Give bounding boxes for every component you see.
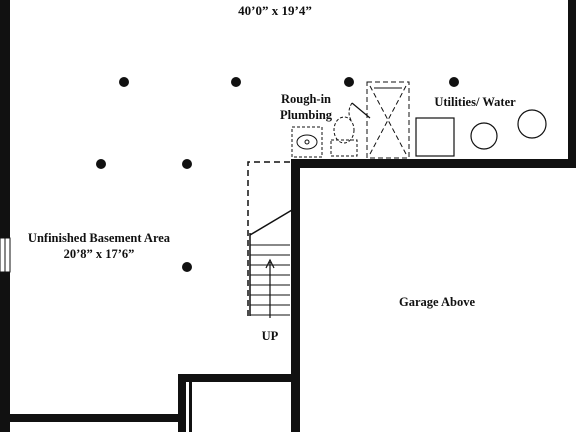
left-window [0, 237, 11, 273]
utilities [415, 109, 547, 157]
post-icon [231, 77, 241, 87]
basement-name: Unfinished Basement Area [28, 231, 171, 245]
door-swing-icon [348, 102, 371, 123]
post-icon [119, 77, 129, 87]
overall-dimension: 40’0” x 19’4” [238, 3, 312, 18]
post-icon [182, 262, 192, 272]
right-wall-upper [568, 0, 576, 165]
shower-icon [366, 81, 410, 159]
closet-inner-wall [189, 382, 192, 432]
sink-icon [291, 126, 323, 158]
basement-dimension: 20’8” x 17’6” [64, 247, 135, 261]
rough-in-fixtures [291, 81, 410, 159]
tank-icon [517, 109, 547, 139]
post-icon [182, 159, 192, 169]
garage-label: Garage Above [399, 295, 475, 309]
post-icon [344, 77, 354, 87]
furnace-icon [415, 117, 455, 157]
utilities-label: Utilities/ Water [434, 95, 516, 109]
closet-top-wall [178, 374, 300, 382]
post-icon [449, 77, 459, 87]
support-posts [96, 77, 459, 272]
left-wall [0, 0, 10, 432]
water-heater-icon [470, 122, 498, 150]
up-arrow-icon [265, 258, 275, 318]
interior-walls [178, 159, 576, 432]
stairs [247, 161, 293, 318]
bottom-wall-left [0, 414, 185, 422]
garage-top-wall [293, 159, 576, 168]
plumbing-label-line2: Plumbing [280, 108, 333, 122]
toilet-icon [330, 116, 358, 157]
stairs-up-label: UP [262, 329, 279, 343]
plumbing-label-line1: Rough-in [281, 92, 331, 106]
garage-left-wall [291, 159, 300, 432]
closet-left-wall [178, 374, 186, 432]
post-icon [96, 159, 106, 169]
